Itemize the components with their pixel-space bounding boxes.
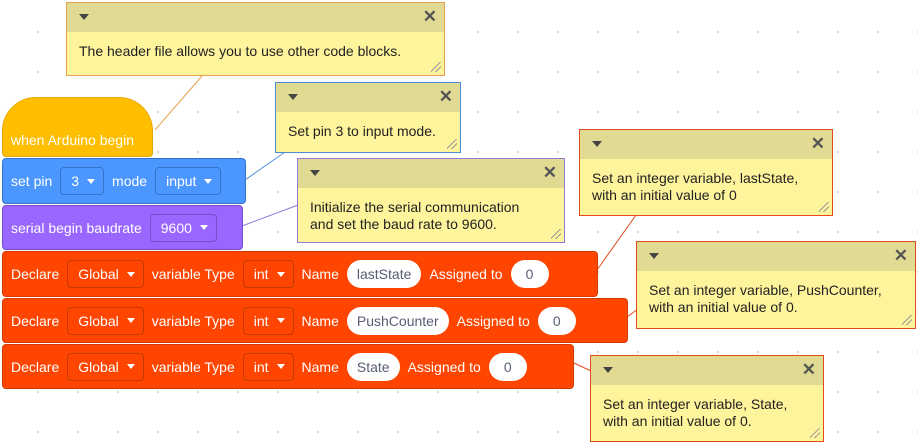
scope-dropdown[interactable]: Global — [67, 260, 144, 288]
caret-down-icon[interactable] — [649, 253, 659, 259]
resize-grip-icon[interactable] — [902, 315, 912, 325]
declare-label: Declare — [11, 358, 60, 375]
chevron-down-icon — [126, 271, 135, 277]
type-dropdown[interactable]: int — [242, 352, 294, 381]
comment-note-pushcounter[interactable]: ✕ Set an integer variable, PushCounter, … — [636, 241, 916, 329]
declare-label: Declare — [11, 312, 60, 329]
note-text[interactable]: Set an integer variable, lastState, with… — [592, 170, 799, 203]
chevron-down-icon — [204, 178, 213, 184]
caret-down-icon[interactable] — [288, 94, 298, 100]
baudrate-dropdown[interactable]: 9600 — [149, 213, 217, 242]
variable-type-label: variable Type — [151, 358, 235, 375]
scope-value: Global — [78, 266, 119, 282]
note-title-bar[interactable] — [637, 242, 915, 271]
name-label: Name — [301, 358, 339, 375]
scope-dropdown[interactable]: Global — [67, 306, 144, 335]
note-title-bar[interactable] — [591, 356, 823, 385]
note-text[interactable]: The header file allows you to use other … — [79, 43, 402, 59]
baudrate-value: 9600 — [160, 219, 192, 236]
connector-laststate — [596, 214, 637, 271]
type-value: int — [253, 266, 269, 282]
variable-type-label: variable Type — [151, 312, 235, 329]
assigned-to-label: Assigned to — [407, 358, 481, 375]
note-text[interactable]: Set an integer variable, State, with an … — [603, 396, 788, 429]
note-text[interactable]: Set pin 3 to input mode. — [288, 123, 436, 139]
connector-serial — [241, 204, 299, 227]
close-x-icon[interactable]: ✕ — [542, 163, 557, 182]
note-title-bar[interactable] — [580, 130, 832, 159]
type-value: int — [253, 312, 269, 329]
type-value: int — [253, 358, 269, 375]
connector-setpin — [244, 151, 286, 181]
scope-value: Global — [78, 312, 119, 329]
type-dropdown[interactable]: int — [242, 306, 294, 335]
declare-label: Declare — [11, 266, 60, 282]
resize-grip-icon[interactable] — [447, 139, 457, 149]
close-x-icon[interactable]: ✕ — [438, 87, 453, 106]
comment-note-laststate[interactable]: ✕ Set an integer variable, lastState, wi… — [579, 129, 833, 216]
comment-note-state[interactable]: ✕ Set an integer variable, State, with a… — [590, 355, 824, 442]
chevron-down-icon — [199, 225, 208, 230]
resize-grip-icon[interactable] — [551, 229, 561, 239]
mode-label: mode — [112, 173, 148, 189]
type-dropdown[interactable]: int — [242, 260, 294, 288]
resize-grip-icon[interactable] — [431, 62, 441, 72]
set-pin-block[interactable]: set pin 3 mode input — [2, 158, 246, 204]
variable-type-label: variable Type — [151, 266, 235, 282]
when-arduino-begin-block[interactable]: when Arduino begin — [2, 97, 153, 157]
hat-block-label: when Arduino begin — [11, 132, 134, 148]
resize-grip-icon[interactable] — [819, 202, 829, 212]
caret-down-icon[interactable] — [603, 367, 613, 373]
pin-dropdown[interactable]: 3 — [60, 167, 105, 195]
chevron-down-icon — [276, 364, 285, 369]
assigned-to-label: Assigned to — [429, 266, 503, 282]
variable-name-input[interactable]: State — [346, 352, 400, 381]
close-x-icon[interactable]: ✕ — [893, 246, 908, 265]
serial-begin-block[interactable]: serial begin baudrate 9600 — [2, 205, 243, 250]
close-x-icon[interactable]: ✕ — [810, 134, 825, 153]
caret-down-icon[interactable] — [310, 170, 320, 176]
note-text[interactable]: Initialize the serial communication and … — [310, 199, 520, 232]
mode-value: input — [166, 173, 197, 189]
chevron-down-icon — [87, 178, 96, 184]
note-text[interactable]: Set an integer variable, PushCounter, wi… — [649, 282, 882, 315]
note-title-bar[interactable] — [67, 3, 444, 32]
close-x-icon[interactable]: ✕ — [801, 360, 816, 379]
initial-value-input[interactable]: 0 — [488, 352, 527, 381]
initial-value-input[interactable]: 0 — [537, 306, 576, 335]
chevron-down-icon — [276, 318, 285, 323]
declare-block-pushcounter[interactable]: Declare Global variable Type int Name Pu… — [2, 298, 628, 343]
scope-dropdown[interactable]: Global — [67, 352, 144, 381]
connector-header — [154, 75, 203, 131]
mode-dropdown[interactable]: input — [155, 167, 222, 195]
initial-value-input[interactable]: 0 — [510, 260, 549, 288]
close-x-icon[interactable]: ✕ — [422, 7, 437, 26]
caret-down-icon[interactable] — [592, 141, 602, 147]
comment-note-header[interactable]: ✕ The header file allows you to use othe… — [66, 2, 445, 76]
pin-value: 3 — [71, 173, 80, 189]
declare-block-state[interactable]: Declare Global variable Type int Name St… — [2, 344, 574, 389]
declare-block-laststate[interactable]: Declare Global variable Type int Name la… — [2, 251, 598, 297]
variable-name-input[interactable]: PushCounter — [346, 306, 449, 335]
serial-begin-label: serial begin baudrate — [11, 219, 142, 236]
chevron-down-icon — [126, 318, 135, 323]
chevron-down-icon — [276, 271, 285, 277]
comment-note-serial[interactable]: ✕ Initialize the serial communication an… — [297, 158, 565, 243]
name-label: Name — [301, 266, 339, 282]
resize-grip-icon[interactable] — [810, 428, 820, 438]
chevron-down-icon — [126, 364, 135, 369]
comment-note-setpin[interactable]: ✕ Set pin 3 to input mode. — [275, 82, 461, 153]
name-label: Name — [301, 312, 339, 329]
scope-value: Global — [78, 358, 119, 375]
caret-down-icon[interactable] — [79, 14, 89, 20]
variable-name-input[interactable]: lastState — [346, 260, 422, 288]
note-title-bar[interactable] — [298, 159, 564, 188]
assigned-to-label: Assigned to — [456, 312, 530, 329]
set-pin-label: set pin — [11, 173, 53, 189]
note-title-bar[interactable] — [276, 83, 460, 112]
